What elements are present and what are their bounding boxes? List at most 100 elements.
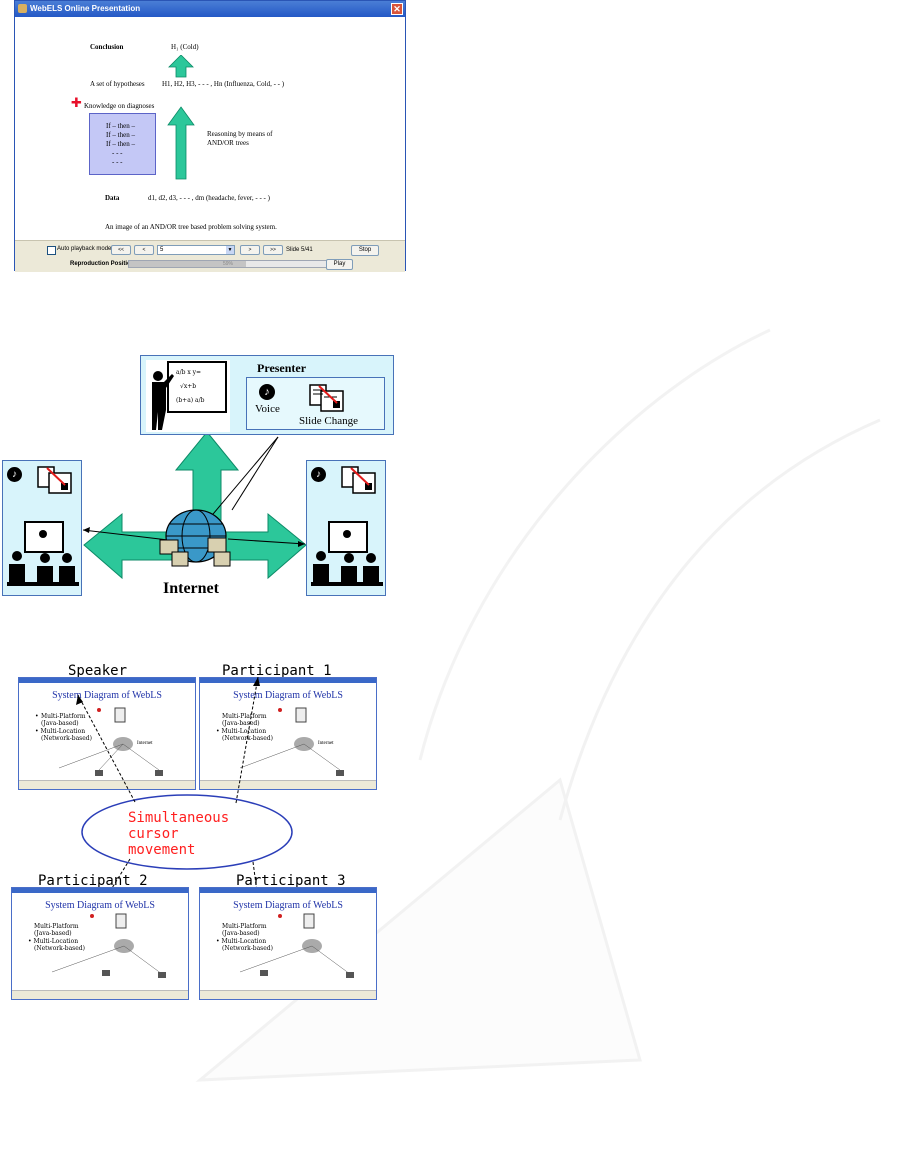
conclusion-label: Conclusion — [90, 43, 124, 51]
rule-line: - - - — [112, 158, 123, 166]
stop-button[interactable]: Stop — [351, 245, 379, 256]
audience-icon — [311, 521, 383, 586]
svg-text:(Java-based): (Java-based) — [41, 720, 79, 727]
screen-title: System Diagram of WebLS — [52, 690, 162, 701]
svg-text:(Network-based): (Network-based) — [222, 945, 273, 952]
screen-title: System Diagram of WebLS — [233, 900, 343, 911]
system-diagram: • Multi-Platform (Java-based) • Multi-Lo… — [35, 707, 163, 776]
progress-text: 59% — [222, 261, 233, 267]
participant-1-label: Participant 1 — [222, 663, 332, 679]
voice-label: Voice — [255, 403, 280, 415]
screen-titlebar — [200, 888, 376, 893]
knowledge-label: Knowledge on diagnoses — [84, 102, 155, 110]
presenter-panel: a/b x y= √x+b (b+a) a/b Presenter ♪ Voic… — [140, 355, 394, 435]
plus-icon: ✚ — [71, 96, 82, 111]
internet-label: Internet — [163, 580, 219, 597]
svg-text:Internet: Internet — [318, 741, 334, 746]
system-diagram: Multi-Platform (Java-based) • Multi-Loca… — [28, 913, 166, 978]
music-note-icon: ♪ — [7, 467, 22, 482]
window-title: WebELS Online Presentation — [30, 4, 141, 13]
rule-line: If – then – — [106, 122, 135, 130]
ellipse-line-2: cursor — [128, 826, 179, 842]
svg-text:(Java-based): (Java-based) — [34, 930, 72, 937]
screen-titlebar — [12, 888, 188, 893]
app-icon — [18, 4, 27, 13]
audience-icon — [7, 521, 79, 586]
data-label: Data — [105, 194, 120, 202]
right-client-panel: ♪ — [306, 460, 386, 596]
svg-text:• Multi-Location: • Multi-Location — [216, 938, 266, 945]
data-value: d1, d2, d3, - - - , dm (headache, fever,… — [148, 194, 270, 202]
svg-text:Multi-Platform: Multi-Platform — [222, 923, 267, 930]
window-titlebar: WebELS Online Presentation ✕ — [15, 1, 405, 17]
presenter-label: Presenter — [257, 361, 307, 375]
svg-text:Multi-Platform: Multi-Platform — [222, 713, 267, 720]
svg-text:(Java-based): (Java-based) — [222, 930, 260, 937]
presentation-window: WebELS Online Presentation ✕ Conclusion … — [14, 0, 406, 272]
rule-line: If – then – — [106, 140, 135, 148]
speaker-screen: System Diagram of WebLS • Multi-Platform… — [18, 677, 196, 790]
presenter-media-panel: ♪ Voice Slide Change — [246, 377, 385, 430]
slide-caption: An image of an AND/OR tree based problem… — [105, 223, 277, 231]
screen-controls — [12, 990, 188, 999]
chevron-down-icon[interactable]: ▼ — [226, 246, 234, 254]
slide-change-label: Slide Change — [299, 415, 358, 427]
bullet-1: Multi-Platform — [41, 713, 86, 720]
participant-1-screen: System Diagram of WebLS Multi-Platform (… — [199, 677, 377, 790]
ellipse-line-3: movement — [128, 842, 196, 858]
slide-select-value: 5 — [160, 247, 164, 253]
speaker-label: Speaker — [68, 663, 128, 679]
svg-text:• Multi-Location: • Multi-Location — [35, 728, 85, 735]
slide-change-icon — [37, 466, 72, 494]
svg-text:• Multi-Location: • Multi-Location — [28, 938, 78, 945]
rule-line: - - - — [112, 149, 123, 157]
close-icon[interactable]: ✕ — [391, 3, 403, 15]
internet-globe-icon — [159, 509, 231, 567]
reproduction-label: Reproduction Position — [70, 261, 135, 267]
hypotheses-value: H1, H2, H3, - - - , Hn (Influenza, Cold,… — [162, 80, 285, 88]
slide-select[interactable]: 5 ▼ — [157, 245, 235, 255]
ellipse-line-1: Simultaneous — [128, 810, 230, 826]
screen-title: System Diagram of WebLS — [233, 690, 343, 701]
next-slide-button[interactable]: > — [240, 245, 260, 255]
screen-controls — [200, 990, 376, 999]
first-slide-button[interactable]: << — [111, 245, 131, 255]
svg-text:Internet: Internet — [137, 741, 153, 746]
screen-controls — [200, 780, 376, 789]
hypotheses-label: A set of hypotheses — [90, 80, 145, 88]
music-note-icon: ♪ — [259, 384, 275, 400]
presenter-illustration: a/b x y= √x+b (b+a) a/b — [146, 360, 230, 432]
screen-titlebar — [200, 678, 376, 683]
slide-area: Conclusion H₁ (Cold) A set of hypotheses… — [16, 17, 404, 240]
participant-2-label: Participant 2 — [38, 873, 148, 889]
auto-playback-checkbox[interactable] — [47, 246, 56, 255]
last-slide-button[interactable]: >> — [263, 245, 283, 255]
screen-title: System Diagram of WebLS — [45, 900, 155, 911]
slide-change-icon — [341, 466, 376, 494]
auto-playback-label: Auto playback mode — [57, 246, 112, 252]
progress-fill — [129, 261, 246, 267]
play-button[interactable]: Play — [326, 259, 353, 270]
svg-text:•: • — [35, 713, 39, 720]
playback-controls: Auto playback mode << < 5 ▼ > >> Slide 5… — [15, 240, 405, 272]
svg-text:• Multi-Location: • Multi-Location — [216, 728, 266, 735]
conclusion-value: H₁ (Cold) — [171, 43, 199, 51]
distribution-arrows — [82, 431, 307, 580]
participant-3-label: Participant 3 — [236, 873, 346, 889]
reproduction-progress[interactable]: 59% — [128, 260, 328, 268]
svg-text:(b+a) a/b: (b+a) a/b — [176, 397, 205, 404]
svg-text:√x+b: √x+b — [180, 383, 196, 390]
participant-3-screen: System Diagram of WebLS Multi-Platform (… — [199, 887, 377, 1000]
svg-text:a/b x y=: a/b x y= — [176, 369, 201, 376]
svg-text:(Network-based): (Network-based) — [41, 735, 92, 742]
reasoning-arrows — [167, 55, 195, 180]
distribution-diagram: a/b x y= √x+b (b+a) a/b Presenter ♪ Voic… — [0, 352, 394, 602]
screen-controls — [19, 780, 195, 789]
music-note-icon: ♪ — [311, 467, 326, 482]
prev-slide-button[interactable]: < — [134, 245, 154, 255]
slide-counter: Slide 5/41 — [286, 247, 313, 253]
svg-text:Multi-Platform: Multi-Platform — [34, 923, 79, 930]
left-client-panel: ♪ — [2, 460, 82, 596]
screen-titlebar — [19, 678, 195, 683]
system-diagram: Multi-Platform (Java-based) • Multi-Loca… — [216, 913, 354, 978]
